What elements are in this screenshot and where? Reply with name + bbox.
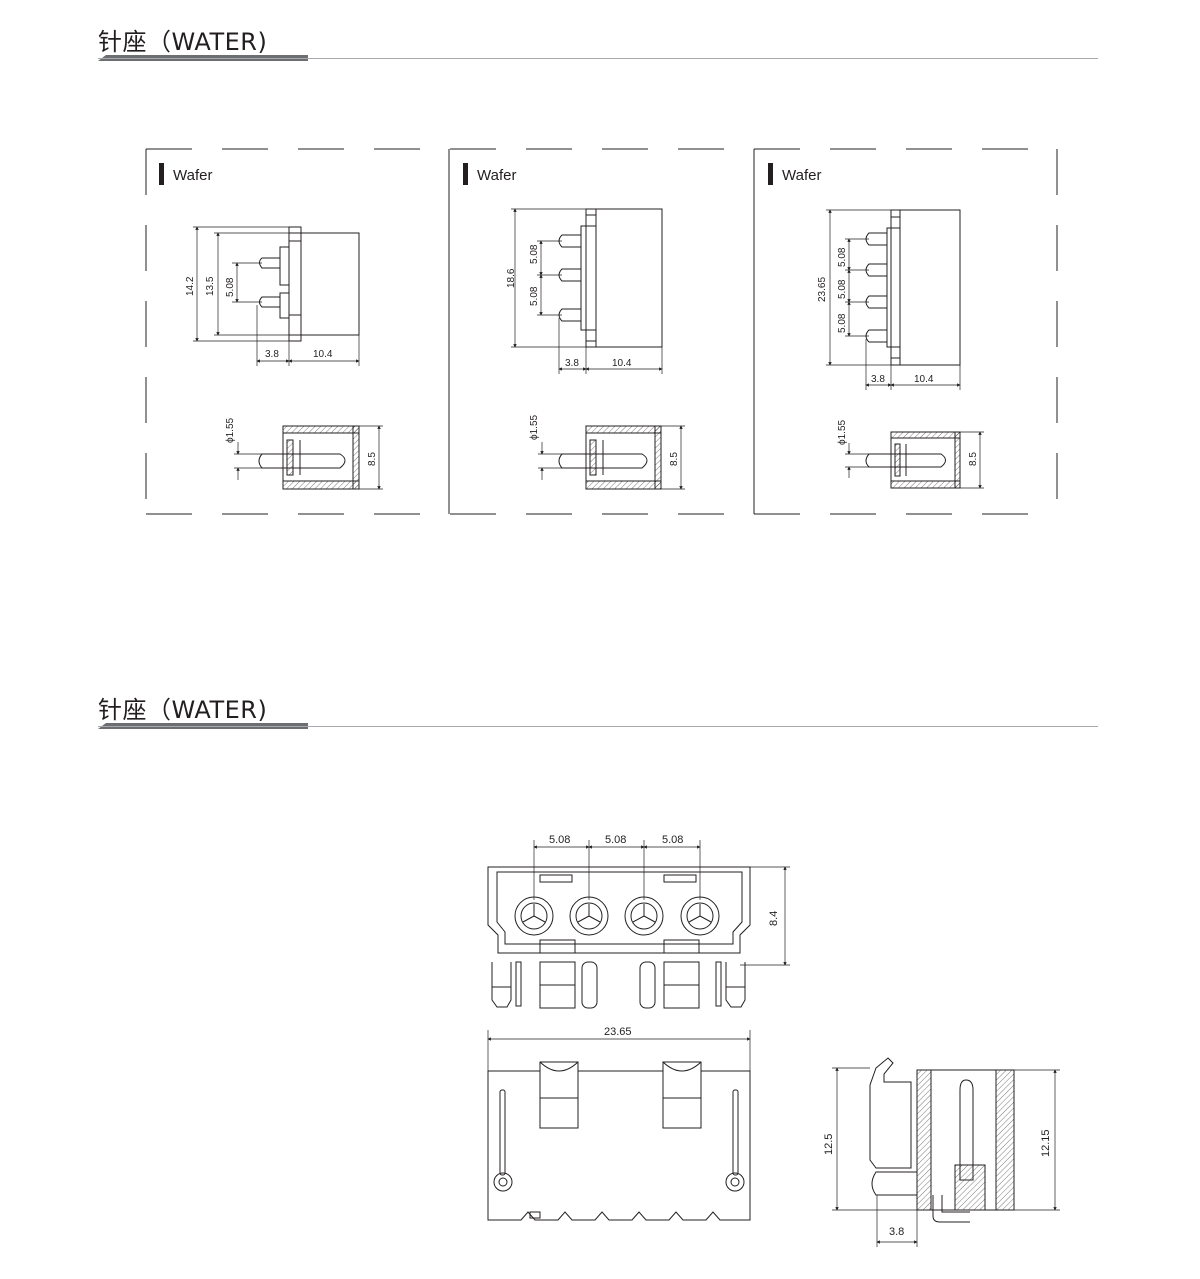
- dim-pitch-a: 5.08: [837, 247, 848, 267]
- dim-pin: 3.8: [265, 349, 279, 360]
- panel-2-side-view: [538, 425, 685, 490]
- panel-3-side-view: [845, 431, 984, 489]
- dim-width: 10.4: [313, 349, 333, 360]
- dim-width: 10.4: [914, 374, 934, 385]
- dim-pin: 3.8: [871, 374, 885, 385]
- section-title-2: 针座（WATER): [98, 696, 268, 724]
- section-title-1: 针座（WATER): [98, 28, 268, 56]
- panel-frames: [145, 148, 1058, 515]
- dim-width: 10.4: [612, 358, 632, 369]
- panel-label-text-2: Wafer: [477, 167, 516, 184]
- dim-depth: 8.5: [968, 452, 979, 466]
- panel-2-dim-labels: 18.6 5.08 5.08 3.8 10.4: [506, 244, 632, 369]
- front-pins: [491, 961, 746, 1009]
- dim-dia: ϕ1.55: [225, 417, 236, 443]
- dim-side-pin: 3.8: [889, 1226, 904, 1238]
- dim-side-height-right: 12.15: [1040, 1129, 1052, 1157]
- dim-height: 18.6: [506, 268, 517, 288]
- dim-pitch-a: 5.08: [529, 244, 540, 264]
- front-circles: [514, 896, 720, 936]
- panel-1-dim-labels: 14.2 13.5 5.08 3.8 10.4: [185, 276, 333, 360]
- dim-height: 14.2: [185, 276, 196, 296]
- panel-2-top-view: [511, 208, 663, 374]
- section-rule-1: [98, 55, 1098, 61]
- dim-side-height-left: 12.5: [823, 1134, 835, 1155]
- bottom-top-view: [487, 1030, 751, 1221]
- dim-pitch-2: 5.08: [605, 834, 626, 846]
- dim-pitch-1: 5.08: [549, 834, 570, 846]
- bottom-front-view: [487, 840, 790, 1009]
- dim-dia: ϕ1.55: [837, 419, 848, 445]
- panel-label-1: Wafer: [159, 163, 212, 185]
- dim-depth: 8.5: [367, 452, 378, 466]
- section-rule-2: [98, 723, 1098, 729]
- panel-1-side-labels: ϕ1.55 8.5: [225, 417, 378, 466]
- dim-pitch-b: 5.08: [837, 279, 848, 299]
- dim-depth: 8.5: [669, 452, 680, 466]
- bottom-front-labels: 5.08 5.08 5.08 8.4: [549, 834, 780, 926]
- panel-label-2: Wafer: [463, 163, 516, 185]
- dim-top-width: 23.65: [604, 1026, 632, 1038]
- panel-3-dim-labels: 23.65 5.08 5.08 5.08 3.8 10.4: [817, 247, 934, 385]
- bottom-side-labels: 12.5 12.15 3.8: [823, 1129, 1052, 1238]
- bottom-side-view: [832, 1057, 1060, 1247]
- panel-1-top-view: [193, 226, 360, 366]
- panel-3-side-labels: ϕ1.55 8.5: [837, 419, 979, 466]
- dim-pitch: 5.08: [225, 277, 236, 297]
- panel-label-text-3: Wafer: [782, 167, 821, 184]
- dim-pitch-3: 5.08: [662, 834, 683, 846]
- dim-height: 23.65: [817, 277, 828, 302]
- dim-pitch-c: 5.08: [837, 313, 848, 333]
- panel-1-side-view: [234, 425, 383, 490]
- bottom-top-labels: 23.65: [604, 1026, 632, 1038]
- panel-label-3: Wafer: [768, 163, 821, 185]
- dim-pitch-b: 5.08: [529, 286, 540, 306]
- dim-dia: ϕ1.55: [529, 414, 540, 440]
- panel-2-side-labels: ϕ1.55 8.5: [529, 414, 680, 466]
- dim-inner: 13.5: [205, 276, 216, 296]
- panel-3-top-view: [826, 209, 961, 390]
- dim-front-height: 8.4: [768, 911, 780, 926]
- panel-label-text-1: Wafer: [173, 167, 212, 184]
- dim-pin: 3.8: [565, 358, 579, 369]
